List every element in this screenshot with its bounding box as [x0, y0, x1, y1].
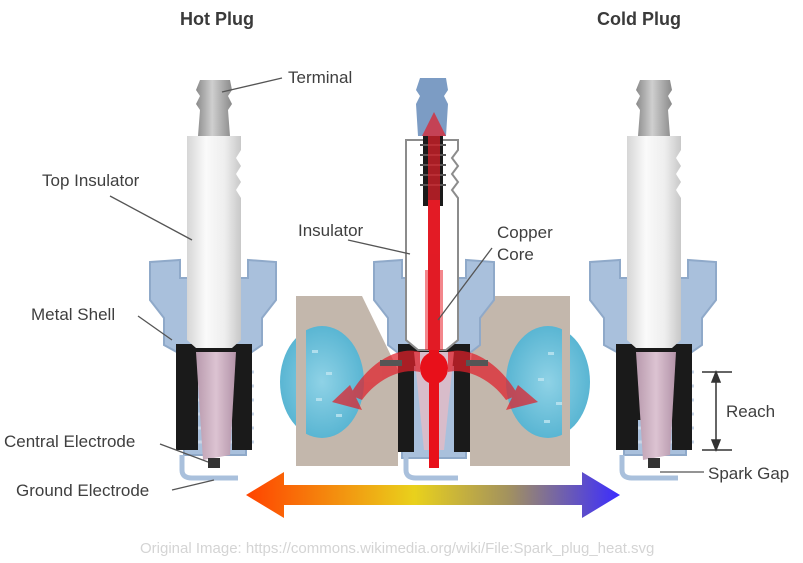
- cold-plug-insulator-tip: [636, 352, 676, 460]
- hot-plug-central-electrode: [208, 458, 220, 468]
- cold-plug-terminal: [636, 80, 672, 136]
- terminal-leader: [221, 77, 283, 93]
- hot-plug-terminal: [196, 80, 232, 136]
- central-electrode-label: Central Electrode: [4, 432, 136, 451]
- hot-plug-ground-electrode: [179, 455, 238, 481]
- metal-shell-leader: [137, 315, 173, 341]
- image-credit: Original Image: https://commons.wikimedi…: [140, 540, 655, 557]
- top-insulator-leader: [109, 195, 193, 241]
- metal-shell-label: Metal Shell: [31, 305, 116, 324]
- central-electrode-leader: [159, 443, 209, 463]
- ground-electrode-leader: [171, 479, 215, 491]
- insulator-label: Insulator: [298, 221, 364, 240]
- hot-plug-insulator-tip: [196, 352, 236, 460]
- copper-core-label-line2: Core: [497, 245, 534, 264]
- reach-dimension: [702, 369, 732, 453]
- cutaway-ground-electrode: [403, 455, 458, 481]
- hot-plug-top-insulator: [187, 136, 241, 348]
- top-insulator-label: Top Insulator: [42, 171, 140, 190]
- cold-plug-top-insulator: [627, 136, 681, 348]
- temperature-gradient-arrow: [246, 472, 620, 518]
- hot-plug: [149, 80, 277, 481]
- leader-lines: [109, 77, 704, 491]
- hot-plug-title: Hot Plug: [180, 9, 254, 29]
- cold-plug-ground-electrode: [619, 455, 678, 481]
- reach-label: Reach: [726, 402, 776, 421]
- coolant-left: [280, 326, 364, 438]
- terminal-label: Terminal: [288, 68, 353, 87]
- spark-gap-label: Spark Gap: [708, 464, 790, 483]
- insulator-leader: [347, 239, 411, 255]
- cutaway-plug: [280, 78, 590, 481]
- copper-core-leader: [437, 247, 493, 321]
- cold-plug-title: Cold Plug: [597, 9, 681, 29]
- cutaway-terminal: [416, 78, 448, 136]
- copper-core-label-line1: Copper: [497, 223, 553, 242]
- cold-plug: [589, 80, 717, 481]
- cold-plug-central-electrode: [648, 458, 660, 468]
- heat-flow: [332, 112, 538, 410]
- ground-electrode-label: Ground Electrode: [16, 481, 150, 500]
